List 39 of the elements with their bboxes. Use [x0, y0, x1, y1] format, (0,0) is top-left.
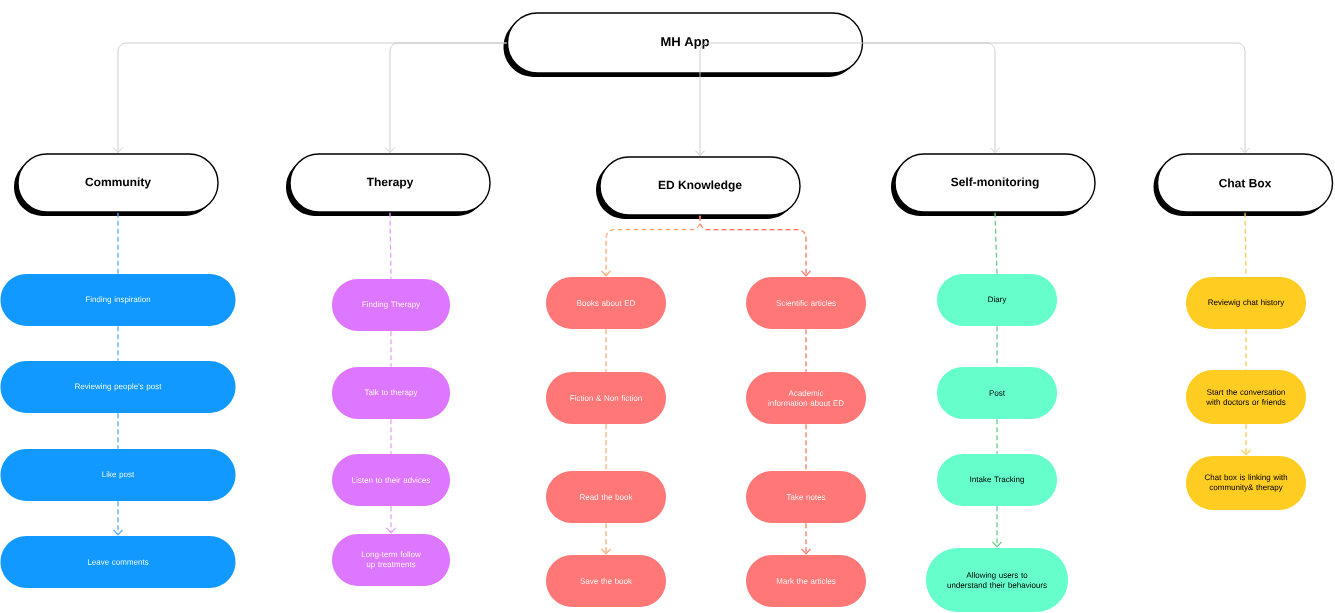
- feature-box: Academic information about ED: [746, 372, 866, 424]
- connector-arrow: [385, 42, 508, 154]
- feature-box: Post: [937, 367, 1057, 419]
- category-box: Community: [14, 153, 219, 216]
- connector-arrow: [385, 505, 397, 534]
- connector-arrow: [1240, 423, 1252, 456]
- feature-box: Scientific articles: [746, 277, 866, 329]
- feature-box: Save the book: [546, 555, 666, 607]
- category-box: Self-monitoring: [891, 153, 1096, 216]
- feature-box: Chat box is linking with community& therapy: [1186, 456, 1306, 510]
- root-box: MH App: [503, 12, 864, 77]
- connector-arrow: [991, 505, 1003, 548]
- feature-box: Mark the articles: [746, 555, 866, 607]
- connector-arrow: [695, 42, 864, 157]
- category-box: ED Knowledge: [596, 156, 801, 219]
- feature-box: Reviewing people's post: [0, 361, 236, 413]
- category-box: Therapy: [286, 153, 491, 216]
- connector-arrow: [699, 215, 812, 277]
- feature-box: Books about ED: [546, 277, 666, 329]
- feature-box: Start the conversation with doctors or friends: [1186, 370, 1306, 424]
- feature-box: Talk to therapy: [332, 367, 450, 419]
- feature-box: Finding inspiration: [0, 274, 236, 326]
- feature-box: Leave comments: [0, 536, 236, 588]
- connector-arrow: [862, 42, 1250, 154]
- connector-arrow: [112, 500, 124, 536]
- feature-box: Diary: [937, 274, 1057, 326]
- feature-box: Reviewig chat history: [1186, 277, 1306, 329]
- feature-box: Like post: [0, 449, 236, 501]
- connector-arrow: [600, 522, 612, 555]
- feature-box: Finding Therapy: [332, 279, 450, 331]
- category-box: Chat Box: [1153, 153, 1334, 216]
- feature-box: Allowing users to understand their behaviours: [926, 548, 1068, 612]
- feature-box: Read the book: [546, 471, 666, 523]
- feature-box: Listen to their advices: [332, 454, 450, 506]
- feature-box: Take notes: [746, 471, 866, 523]
- feature-box: Long-term follow up treatments: [332, 534, 450, 586]
- connector-arrow: [800, 522, 812, 555]
- feature-box: Intake Tracking: [937, 454, 1057, 506]
- feature-box: Fiction & Non fiction: [546, 372, 666, 424]
